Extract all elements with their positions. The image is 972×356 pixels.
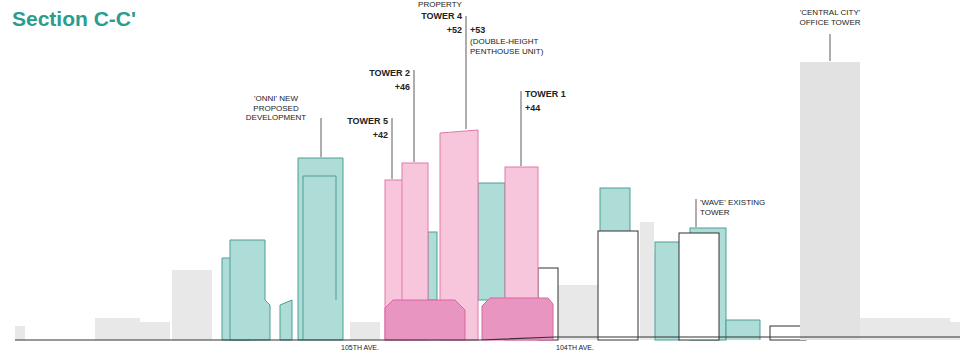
central-city-tower [800,62,860,340]
storey-count: +42 [373,130,388,141]
storey-count: +53 [470,25,485,36]
building-label: 'CENTRAL CITY' OFFICE TOWER [785,8,875,27]
section-title: Section C-C' [12,6,136,31]
penthouse-note: (DOUBLE-HEIGHT PENTHOUSE UNIT) [470,37,566,56]
street-label: 104TH AVE. [556,344,594,352]
podium [385,298,553,340]
property-label: PROPERTY [418,0,462,10]
storey-count: +46 [395,82,410,93]
tower-name: TOWER 1 [525,89,566,100]
ground-line [15,337,960,340]
storey-count: +44 [525,103,540,114]
street-label: 105TH AVE. [341,344,379,352]
white-buildings [538,231,806,340]
leader-lines [321,16,830,227]
tower-name: TOWER 4 [421,11,462,22]
building-label: 'ONNI' NEW PROPOSED DEVELOPMENT [236,94,316,123]
tower-name: TOWER 5 [347,116,388,127]
storey-count: +52 [447,25,462,36]
teal-buildings [222,158,760,340]
tower-name: TOWER 2 [369,68,410,79]
building-label: 'WAVE' EXISTING TOWER [700,198,790,217]
